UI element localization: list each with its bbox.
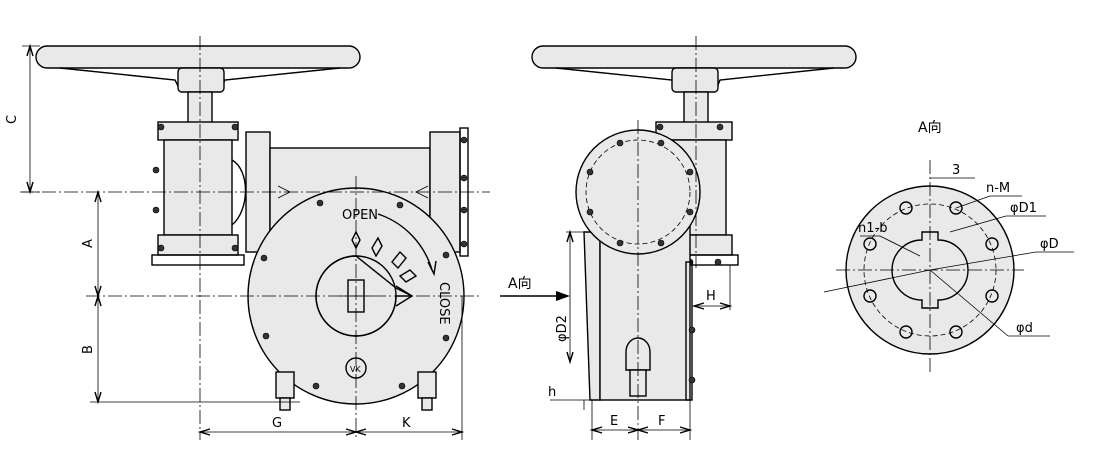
dim-d2-label: φD2 xyxy=(555,315,570,342)
dim-h-upper-label: H xyxy=(706,289,716,304)
logo-text: VK xyxy=(350,365,361,374)
dim-k-label: K xyxy=(402,416,411,431)
front-handwheel xyxy=(35,45,361,125)
callout-d1: φD1 xyxy=(1010,201,1037,216)
dim-b-label: B xyxy=(81,345,96,354)
dim-c-label: C xyxy=(5,115,20,124)
side-body xyxy=(583,225,696,401)
side-handwheel xyxy=(531,45,857,125)
callout-n-m: n-M xyxy=(986,181,1010,196)
view-arrow-a[interactable]: A向 xyxy=(500,276,570,301)
callout-n1-b: n1-b xyxy=(858,221,887,236)
callout-3: 3 xyxy=(952,163,960,178)
view-a-leaders xyxy=(823,177,1074,337)
view-a-title: A向 xyxy=(918,120,942,136)
dim-e-label: E xyxy=(610,414,618,429)
callout-d: φD xyxy=(1040,237,1059,252)
dim-f-label: F xyxy=(658,414,665,429)
dial-close-text: CLOSE xyxy=(436,282,451,325)
callout-small-d: φd xyxy=(1016,321,1033,336)
dim-g-label: G xyxy=(272,416,282,431)
arrow-a-label: A向 xyxy=(508,276,532,292)
side-view: A向 φD2 h E F H xyxy=(500,36,857,440)
front-dimensions xyxy=(22,43,465,440)
view-a: A向 3 n-M φD1 φD xyxy=(823,120,1074,372)
side-dimensions xyxy=(550,229,733,440)
dial-open-text: OPEN xyxy=(342,208,378,223)
dim-a-label: A xyxy=(81,239,96,248)
dim-h-lower-label: h xyxy=(548,385,556,400)
front-view: C A B G K OPEN CLOSE VK xyxy=(5,36,490,440)
front-vertical-housing xyxy=(151,121,247,266)
